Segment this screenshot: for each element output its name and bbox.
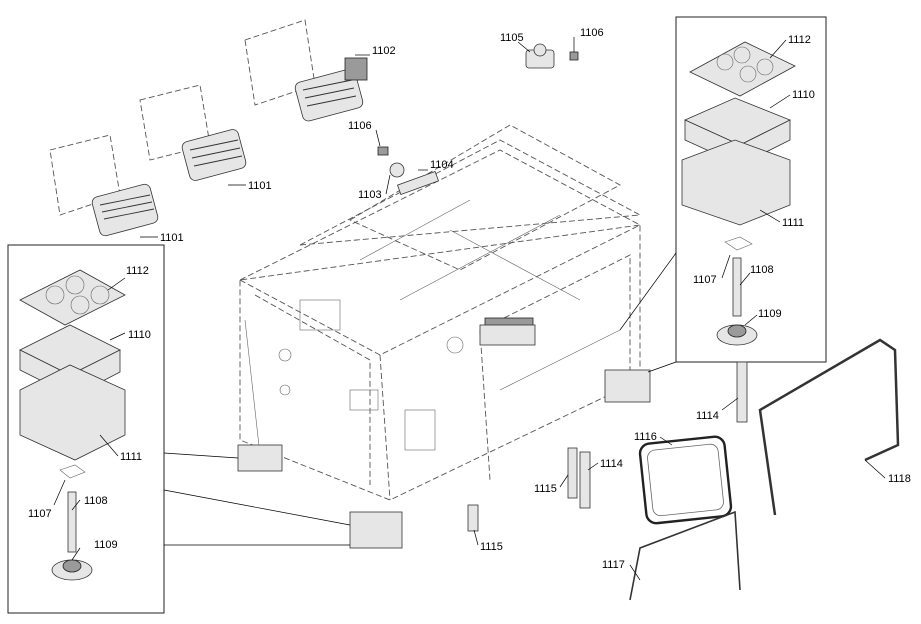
label-1108-left: 1108 <box>84 495 108 507</box>
label-1110-left: 1110 <box>128 329 151 341</box>
label-1107-right: 1107 <box>693 274 717 286</box>
label-1117: 1117 <box>602 559 625 571</box>
label-1102: 1102 <box>372 45 396 57</box>
fan-assembly-1102 <box>244 19 368 122</box>
label-1118: 1118 <box>888 473 911 485</box>
label-1111-right: 1111 <box>782 217 804 229</box>
label-1107-left: 1107 <box>28 508 52 520</box>
left-detail-inset <box>7 244 165 614</box>
label-1111-left: 1111 <box>120 451 142 463</box>
inset-connector-lines <box>163 252 677 546</box>
label-1108-right: 1108 <box>750 264 774 276</box>
fan-assembly-1101-a <box>49 134 159 237</box>
label-1106-b: 1106 <box>348 120 372 132</box>
label-1105: 1105 <box>500 32 524 44</box>
label-1103: 1103 <box>358 189 382 201</box>
label-1109-left: 1109 <box>94 539 118 551</box>
part-number-labels: 1101 1101 1102 1103 1104 1105 1106 1106 … <box>28 27 911 571</box>
label-1104: 1104 <box>430 159 454 171</box>
label-1114-a: 1114 <box>696 410 719 422</box>
label-1114-b: 1114 <box>600 458 623 470</box>
main-frame <box>237 124 651 549</box>
small-parts-cluster <box>377 43 579 196</box>
label-1110-right: 1110 <box>792 89 815 101</box>
leader-lines <box>53 37 886 581</box>
label-1101-b: 1101 <box>248 180 272 192</box>
right-detail-inset <box>675 16 827 363</box>
label-1116: 1116 <box>634 431 657 443</box>
label-1115-a: 1115 <box>534 483 557 495</box>
fan-assembly-1101-b <box>139 84 247 181</box>
label-1109-right: 1109 <box>758 308 782 320</box>
label-1112-right: 1112 <box>788 34 811 46</box>
label-1106-a: 1106 <box>580 27 604 39</box>
label-1101-a: 1101 <box>160 232 184 244</box>
label-1112-left: 1112 <box>126 265 149 277</box>
hinges-and-seals <box>467 338 900 601</box>
label-1115-b: 1115 <box>480 541 503 553</box>
